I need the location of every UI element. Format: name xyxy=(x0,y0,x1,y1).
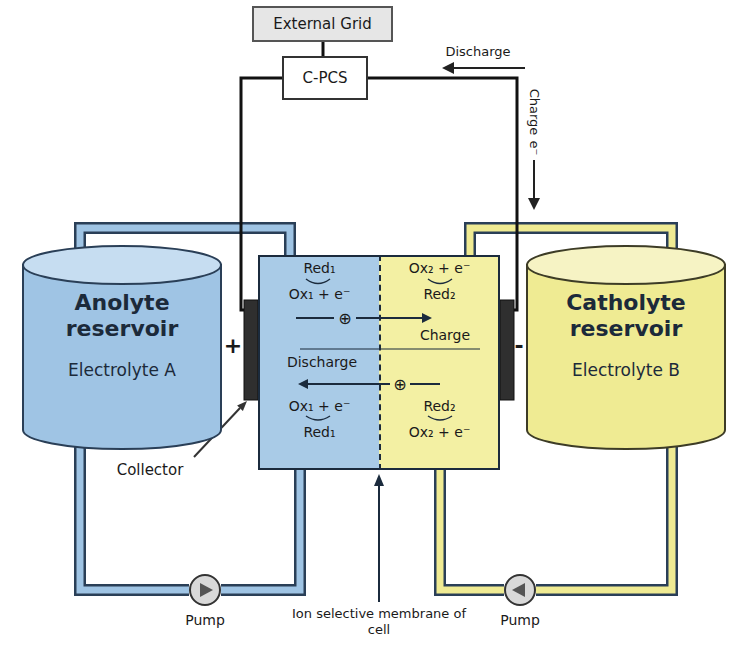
arrow-head xyxy=(298,379,308,389)
pump-label: Pump xyxy=(185,612,225,629)
callout-label: Ion selective membrane of cell xyxy=(292,606,467,638)
electrolyte-pipe xyxy=(440,470,504,590)
reservoir-tank: Anolyte reservoirElectrolyte A xyxy=(22,245,222,450)
electrolyte-pipe xyxy=(80,446,189,590)
pipe-fluid xyxy=(440,470,504,590)
ion-arrow xyxy=(410,383,440,385)
anolyte-half-fill xyxy=(258,255,379,470)
ion-arrow xyxy=(306,383,390,385)
collector-plate xyxy=(500,300,514,400)
tank-subtitle: Electrolyte B xyxy=(572,360,680,380)
ion-symbol: ⊕ xyxy=(393,375,406,394)
tank-outline xyxy=(22,245,222,450)
pipe-fluid xyxy=(536,446,672,590)
tank-outline xyxy=(526,245,726,450)
electric-wire xyxy=(323,42,324,56)
pump-outline xyxy=(504,574,536,606)
collector-plate xyxy=(244,300,258,400)
reaction-text: Ox₁ + e⁻ xyxy=(260,398,379,414)
pump-symbol: Pump xyxy=(189,574,221,606)
pump-body xyxy=(505,575,535,605)
callout-label: Collector xyxy=(117,461,184,479)
arrow-head xyxy=(237,401,247,411)
tank-title: Catholyte reservoir xyxy=(551,290,701,342)
arrow-head xyxy=(528,198,540,210)
pump-direction xyxy=(512,583,525,597)
reaction-text: Red₂ xyxy=(381,286,498,302)
electrolyte-pipe xyxy=(221,470,300,590)
arrow-head xyxy=(442,62,454,74)
reaction-text: Red₁ xyxy=(260,424,379,440)
separator-line xyxy=(300,348,480,349)
pipe-wall xyxy=(440,470,504,590)
converter-box: C-PCS xyxy=(282,56,368,100)
tank-lid xyxy=(23,246,221,284)
box-label: External Grid xyxy=(273,15,371,33)
tank-body xyxy=(23,265,221,449)
grid-box: External Grid xyxy=(252,6,393,42)
catholyte-half-fill xyxy=(379,255,500,470)
pump-outline xyxy=(189,574,221,606)
reaction-arc xyxy=(428,279,452,284)
discharge-arrow xyxy=(452,67,525,69)
reaction-arc xyxy=(306,416,330,420)
box-label: C-PCS xyxy=(303,69,348,87)
reservoir-tank: Catholyte reservoirElectrolyte B xyxy=(526,245,726,450)
pipe-wall xyxy=(80,446,189,590)
ion-arrow xyxy=(296,317,334,319)
arrow-head xyxy=(374,474,384,486)
direction-label: Charge xyxy=(420,327,470,344)
reaction-arc xyxy=(306,279,330,284)
polarity-sign: - xyxy=(514,333,523,358)
flow-label: Charge xyxy=(526,89,542,136)
leader-line xyxy=(378,485,380,602)
reaction-arc xyxy=(428,416,452,420)
ion-arrow xyxy=(356,317,424,319)
reaction-text: Ox₂ + e⁻ xyxy=(381,260,498,276)
electron-label: e⁻ xyxy=(526,141,542,156)
pump-body xyxy=(190,575,220,605)
reaction-text: Ox₂ + e⁻ xyxy=(381,424,498,440)
reaction-text: Red₂ xyxy=(381,398,498,414)
tank-title: Anolyte reservoir xyxy=(47,290,197,342)
pump-label: Pump xyxy=(500,612,540,629)
reaction-text: Ox₁ + e⁻ xyxy=(260,286,379,302)
pipe-fluid xyxy=(80,446,189,590)
charge-arrow xyxy=(533,160,535,199)
tank-body xyxy=(527,265,725,449)
pipe-fluid xyxy=(221,470,300,590)
electrolyte-pipe xyxy=(536,446,672,590)
wire-line xyxy=(322,42,325,56)
reaction-text: Red₁ xyxy=(260,260,379,276)
arrow-head xyxy=(422,313,432,323)
ion-symbol: ⊕ xyxy=(338,309,351,328)
polarity-sign: + xyxy=(224,333,242,358)
tank-subtitle: Electrolyte A xyxy=(68,360,176,380)
pipe-wall xyxy=(221,470,300,590)
flow-label: Discharge xyxy=(445,44,510,60)
pipe-wall xyxy=(536,446,672,590)
direction-label: Discharge xyxy=(287,354,357,371)
half-cell: Ox₂ + e⁻ Red₂ Red₂ Ox₂ + e⁻ xyxy=(379,255,500,470)
pump-direction xyxy=(200,583,213,597)
pump-symbol: Pump xyxy=(504,574,536,606)
tank-lid xyxy=(527,246,725,284)
